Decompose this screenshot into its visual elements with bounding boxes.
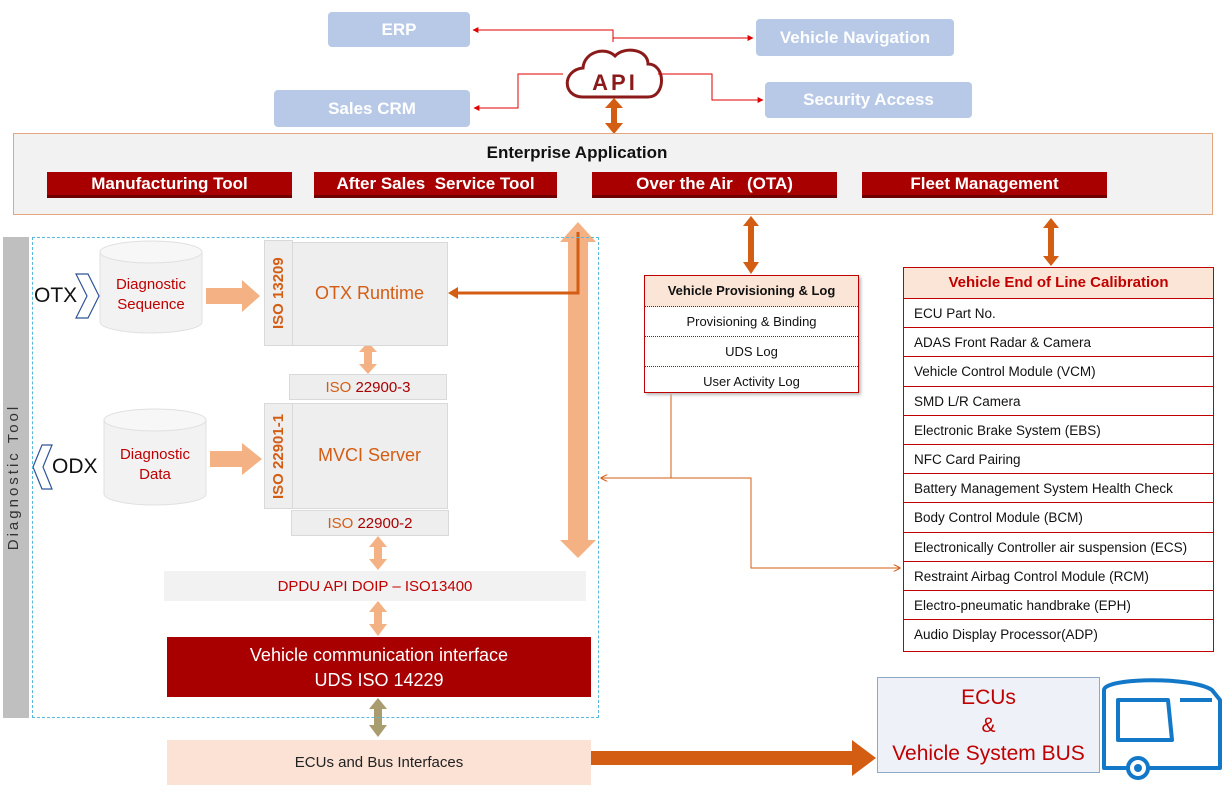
bus-icon [1102, 678, 1222, 780]
fleet-management-bar: Fleet Management [862, 172, 1107, 198]
list-item: UDS Log [645, 337, 858, 367]
ecus-line1: ECUs [961, 686, 1016, 709]
manufacturing-tool-label: Manufacturing Tool [91, 173, 248, 193]
list-item: Electronic Brake System (EBS) [904, 416, 1213, 445]
manufacturing-tool-bar: Manufacturing Tool [47, 172, 292, 198]
enterprise-application-title: Enterprise Application [486, 143, 668, 162]
otx-runtime-arrow [448, 232, 580, 299]
erp-label: ERP [381, 19, 417, 39]
otx-runtime-label: OTX Runtime [314, 283, 425, 303]
erp-box: ERP [328, 12, 470, 47]
over-the-air-bar: Over the Air (OTA) [592, 172, 837, 198]
ecus-bus-interfaces-box: ECUs and Bus Interfaces [167, 740, 591, 785]
dpdu-api-label: DPDU API DOIP – ISO13400 [277, 577, 473, 595]
list-item: Vehicle Control Module (VCM) [904, 357, 1213, 387]
iso-13209-label: ISO 13209 [270, 257, 287, 329]
diagnostic-tool-label: Diagnostic Tool [5, 403, 22, 551]
sales-crm-label: Sales CRM [328, 98, 416, 118]
iso-22900-3-prefix: ISO [325, 378, 356, 396]
iso-22900-2-box: ISO 22900-2 [291, 510, 449, 536]
list-item: Battery Management System Health Check [904, 474, 1213, 504]
diagnostic-sequence-line1: Diagnostic [115, 276, 187, 293]
odx-chevron-icon [32, 444, 53, 490]
iso-22901-1-tab: ISO 22901-1 [264, 403, 293, 509]
list-item: ECU Part No. [904, 299, 1213, 329]
iso-13209-tab: ISO 13209 [264, 240, 293, 346]
fleet-eol-arrow [1043, 218, 1059, 266]
after-sales-service-tool-label: After Sales Service Tool [336, 173, 535, 193]
list-item: NFC Card Pairing [904, 445, 1213, 475]
iso-22900-3-box: ISO 22900-3 [289, 374, 447, 400]
odx-label: ODX [52, 455, 98, 478]
diagnostic-data-cylinder [103, 408, 207, 506]
vci-line2: UDS ISO 14229 [314, 670, 444, 690]
api-label: API [592, 70, 638, 95]
diagnostic-data-line1: Diagnostic [119, 446, 191, 463]
dpdu-api-bar: DPDU API DOIP – ISO13400 [164, 571, 586, 601]
diagnostic-sequence-label: Diagnostic Sequence [100, 275, 202, 315]
api-enterprise-arrow [605, 98, 623, 134]
sequence-to-otx-arrow [206, 280, 260, 312]
diagnostic-data-label: Diagnostic Data [104, 445, 206, 485]
ecu-bus-arrow [591, 740, 876, 776]
api-cloud-icon [565, 48, 663, 99]
over-the-air-label: Over the Air (OTA) [636, 173, 793, 193]
after-sales-service-tool-bar: After Sales Service Tool [314, 172, 557, 198]
security-access-box: Security Access [765, 82, 972, 118]
diagnostic-sequence-cylinder [99, 240, 203, 334]
iso-22900-2-number: 22900-2 [357, 514, 413, 532]
vehicle-eol-calibration-table: Vehicle End of Line Calibration ECU Part… [903, 267, 1214, 652]
ecus-line2: & [981, 714, 996, 737]
list-item: Provisioning & Binding [645, 307, 858, 337]
mvci-dpdu-arrow [369, 536, 387, 570]
mvci-server-box [291, 403, 448, 509]
list-item: Audio Display Processor(ADP) [914, 627, 1098, 643]
data-to-mvci-arrow [210, 443, 262, 475]
vci-line1: Vehicle communication interface [249, 645, 509, 665]
mvci-server-label: MVCI Server [317, 445, 422, 465]
ecus-vehicle-system-bus-box: ECUs & Vehicle System BUS [877, 677, 1100, 773]
iso-22900-3-number: 22900-3 [355, 378, 411, 396]
list-item: Restraint Airbag Control Module (RCM) [904, 562, 1213, 591]
diagnostic-data-line2: Data [139, 466, 171, 483]
iso-22900-2-prefix: ISO [327, 514, 358, 532]
vehicle-eol-calibration-title: Vehicle End of Line Calibration [904, 268, 1213, 299]
list-item: Electro-pneumatic handbrake (EPH) [904, 591, 1213, 621]
vehicle-provisioning-log-title: Vehicle Provisioning & Log [645, 276, 858, 307]
vehicle-provisioning-log-table: Vehicle Provisioning & Log Provisioning … [644, 275, 859, 393]
otx-runtime-box [291, 242, 448, 346]
ecus-line3: Vehicle System BUS [892, 742, 1085, 765]
vehicle-communication-interface-box: Vehicle communication interface UDS ISO … [167, 637, 591, 697]
ota-provisioning-arrow [743, 216, 759, 274]
otx-chevron-icon [75, 273, 100, 319]
otx-label: OTX [34, 284, 78, 307]
list-item: User Activity Log [703, 374, 800, 389]
dpdu-vci-arrow [369, 601, 387, 636]
sales-crm-box: Sales CRM [274, 90, 470, 127]
diagnostic-tool-boundary [32, 237, 599, 718]
list-item: Body Control Module (BCM) [904, 503, 1213, 533]
provisioning-links [601, 394, 900, 568]
security-access-label: Security Access [803, 90, 934, 109]
otx-mvci-arrow [359, 342, 377, 374]
api-links [472, 27, 764, 111]
list-item: SMD L/R Camera [904, 387, 1213, 416]
diagnostic-tool-strip [3, 237, 29, 718]
fleet-management-label: Fleet Management [910, 173, 1059, 193]
iso-22901-1-label: ISO 22901-1 [270, 413, 287, 499]
vehicle-navigation-box: Vehicle Navigation [756, 19, 954, 56]
list-item: ADAS Front Radar & Camera [904, 328, 1213, 358]
ecus-bus-interfaces-label: ECUs and Bus Interfaces [294, 754, 464, 771]
diagnostic-sequence-line2: Sequence [117, 296, 185, 313]
list-item: Electronically Controller air suspension… [904, 533, 1213, 562]
vehicle-navigation-label: Vehicle Navigation [779, 27, 931, 47]
